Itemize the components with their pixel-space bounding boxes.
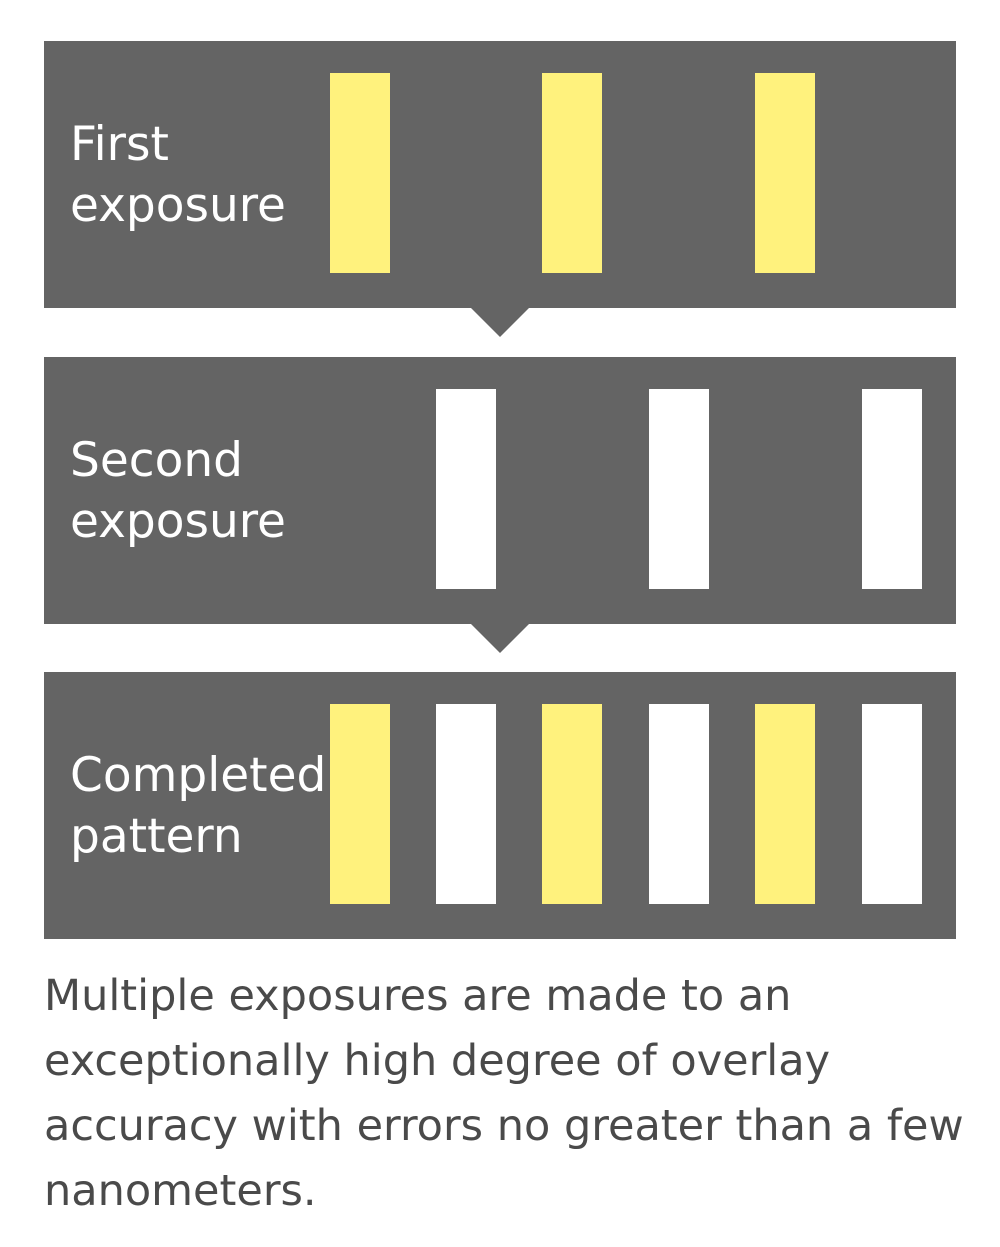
stripe-second-3 <box>862 389 922 589</box>
stripe-completed-4 <box>649 704 709 904</box>
stripe-first-1 <box>330 73 390 273</box>
stripe-first-3 <box>755 73 815 273</box>
arrow-down-1 <box>470 307 530 337</box>
panel-completed-pattern: Completed pattern <box>44 672 956 939</box>
stripe-first-2 <box>542 73 602 273</box>
panel-label-second-exposure: Second exposure <box>70 432 286 549</box>
stripe-second-1 <box>436 389 496 589</box>
panel-label-first-exposure: First exposure <box>70 116 286 233</box>
panel-first-exposure: First exposure <box>44 41 956 308</box>
stripe-completed-2 <box>436 704 496 904</box>
stripe-completed-6 <box>862 704 922 904</box>
arrow-down-2 <box>470 623 530 653</box>
panel-label-completed-pattern: Completed pattern <box>70 747 327 864</box>
caption-text: Multiple exposures are made to an except… <box>44 971 964 1216</box>
stripe-completed-1 <box>330 704 390 904</box>
stripe-completed-3 <box>542 704 602 904</box>
stripe-second-2 <box>649 389 709 589</box>
stripe-completed-5 <box>755 704 815 904</box>
panel-second-exposure: Second exposure <box>44 357 956 624</box>
